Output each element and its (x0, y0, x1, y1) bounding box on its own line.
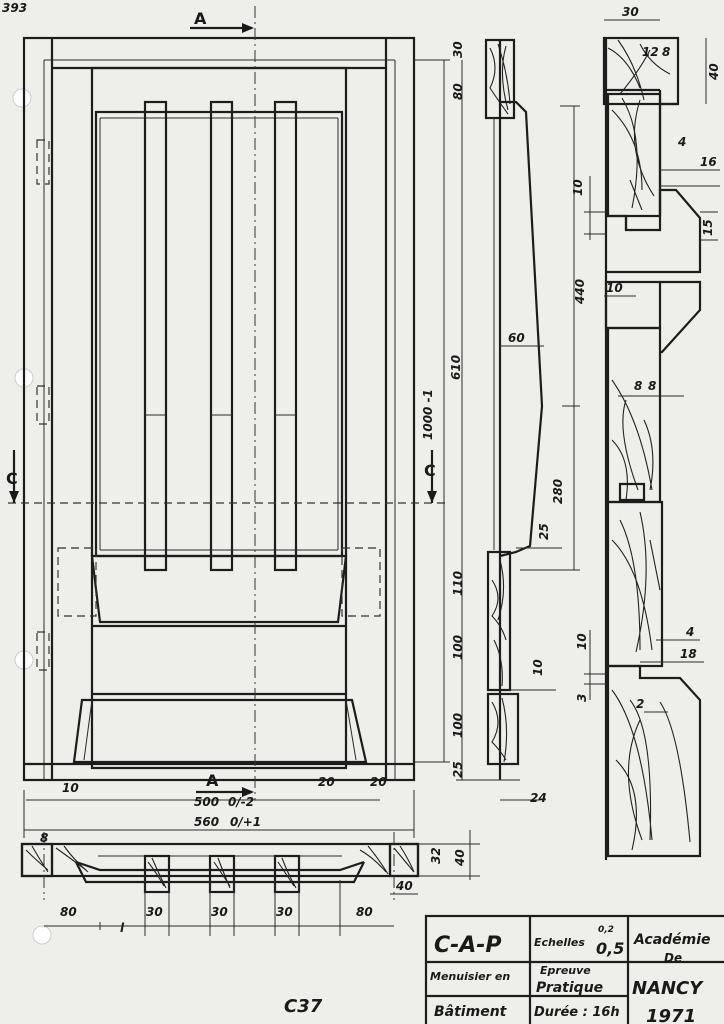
plan-32: 32 (429, 847, 443, 864)
detail-40: 40 (707, 63, 721, 81)
dim-280: 280 (551, 479, 565, 504)
dim-560: 560 (194, 815, 219, 829)
title-trade-line2: Bâtiment (434, 1004, 508, 1020)
dim-10-side: 10 (531, 659, 545, 676)
plan-80-right: 80 (356, 905, 373, 919)
plan-section (20, 830, 480, 936)
detail-18: 18 (680, 647, 697, 661)
detail-8-mid: 8 (634, 379, 642, 393)
title-year: 1971 (646, 1006, 696, 1024)
plan-30-a: 30 (146, 905, 163, 919)
dim-560-tol: 0/+1 (230, 815, 261, 829)
section-mark-c-right: C (424, 461, 436, 480)
detail-2: 2 (636, 697, 644, 711)
title-duration: Durée : 16h (534, 1005, 620, 1020)
detail-16: 16 (700, 155, 717, 169)
dim-10-bottom-left: 10 (62, 781, 79, 795)
handwritten-note: C37 (284, 996, 323, 1017)
detail-10-low: 10 (575, 633, 589, 650)
dim-500: 500 (194, 795, 219, 809)
plan-30-c: 30 (276, 905, 293, 919)
detail-3: 3 (575, 694, 589, 702)
dim-80-top: 80 (451, 83, 465, 100)
title-academy-line1: Académie (633, 932, 711, 948)
detail-section (584, 19, 720, 860)
detail-4-bottom: 4 (685, 625, 694, 639)
detail-8-mid2: 8 (648, 379, 656, 393)
detail-12: 12 (642, 45, 659, 59)
dim-1000: 1000 -1 (421, 389, 435, 440)
dim-24: 24 (530, 791, 547, 805)
dim-100-b: 100 (451, 713, 465, 738)
dim-30-top: 30 (451, 41, 465, 58)
section-mark-a-top: A (194, 9, 207, 28)
plan-40: 40 (453, 849, 467, 867)
title-cap: C-A-P (434, 933, 502, 958)
title-trade-line1: Menuisier en (430, 970, 510, 983)
dim-25-bottom: 25 (451, 761, 465, 778)
title-exam-line2: Pratique (536, 980, 603, 996)
dim-500-tol: 0/-2 (228, 795, 254, 809)
dim-110: 110 (451, 571, 465, 596)
title-scale-bottom: 0,5 (596, 939, 624, 958)
plan-30-b: 30 (211, 905, 228, 919)
title-scales-label: Echelles (534, 936, 585, 949)
detail-15: 15 (701, 219, 715, 236)
section-mark-c-left: C (6, 469, 18, 488)
section-mark-a-bottom: A (206, 771, 219, 790)
dim-20-b: 20 (370, 775, 387, 789)
dim-20-a: 20 (318, 775, 335, 789)
dim-25: 25 (537, 523, 551, 540)
detail-4-top: 4 (677, 135, 686, 149)
detail-8: 8 (662, 45, 670, 59)
plan-8: 8 (40, 831, 48, 845)
detail-10-left: 10 (571, 179, 585, 196)
front-dimension-lines (23, 59, 450, 838)
title-academy-line2: De (664, 951, 682, 965)
plan-80-left: 80 (60, 905, 77, 919)
dim-440: 440 (573, 279, 587, 305)
title-academy-line3: NANCY (632, 978, 704, 999)
detail-10-mid: 10 (606, 281, 623, 295)
binder-holes (12, 88, 52, 945)
title-block (424, 914, 724, 1024)
dim-100-a: 100 (451, 635, 465, 660)
plan-l: l (120, 921, 125, 935)
dim-60: 60 (508, 331, 525, 345)
side-section (456, 38, 580, 801)
front-elevation (8, 6, 450, 800)
sheet-number: 393 (2, 1, 27, 15)
title-exam-line1: Epreuve (540, 964, 591, 977)
title-scale-top: 0,2 (598, 925, 614, 935)
detail-30-top: 30 (622, 5, 639, 19)
plan-40-b: 40 (395, 879, 413, 893)
dim-610: 610 (449, 355, 463, 380)
